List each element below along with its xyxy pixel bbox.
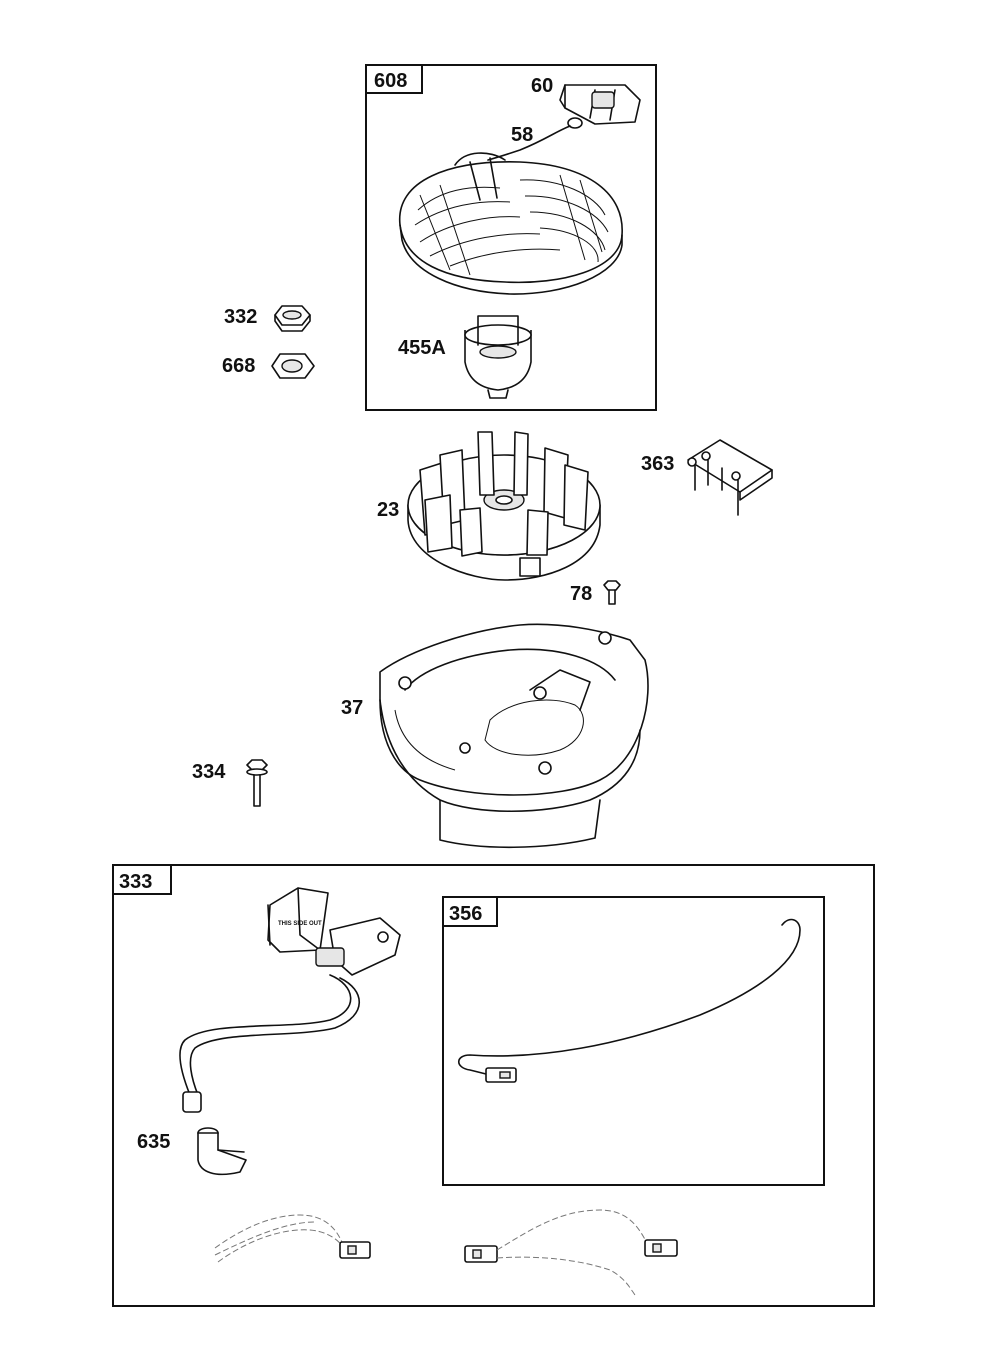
box-333-tag bbox=[112, 864, 172, 895]
box-608-tag bbox=[365, 64, 423, 94]
screw-icon[interactable] bbox=[603, 580, 621, 605]
label-23[interactable]: 23 bbox=[377, 499, 399, 521]
label-332[interactable]: 332 bbox=[224, 306, 257, 328]
flywheel-icon[interactable] bbox=[407, 431, 601, 581]
label-333[interactable]: 333 bbox=[119, 871, 152, 893]
wire-harness-left bbox=[214, 1214, 371, 1263]
spark-plug-boot-icon[interactable] bbox=[197, 1127, 247, 1176]
rope-icon[interactable] bbox=[487, 117, 583, 161]
label-455a[interactable]: 455A bbox=[398, 337, 446, 359]
recoil-starter-group: 608 60 58 bbox=[365, 64, 657, 411]
recoil-starter-icon[interactable] bbox=[399, 152, 623, 295]
label-58[interactable]: 58 bbox=[511, 124, 533, 146]
box-333-frame bbox=[112, 864, 875, 1307]
box-356-tag bbox=[442, 896, 498, 927]
ignition-coil-icon[interactable]: THIS SIDE OUT bbox=[267, 887, 401, 976]
label-608[interactable]: 608 bbox=[374, 70, 407, 92]
label-668[interactable]: 668 bbox=[222, 355, 255, 377]
bolt-icon[interactable] bbox=[246, 759, 268, 807]
box-608-frame bbox=[365, 64, 657, 411]
wire-harness-right bbox=[464, 1209, 678, 1296]
label-334[interactable]: 334 bbox=[192, 761, 226, 783]
ground-wire-icon[interactable] bbox=[457, 918, 801, 1083]
starter-cup-icon[interactable] bbox=[464, 315, 532, 399]
bracket-icon[interactable] bbox=[687, 439, 773, 516]
handle-icon[interactable] bbox=[559, 84, 641, 125]
box-356-frame bbox=[442, 896, 825, 1186]
hex-nut-icon[interactable] bbox=[274, 305, 311, 332]
coil-marking: THIS SIDE OUT bbox=[278, 921, 322, 927]
label-363[interactable]: 363 bbox=[641, 453, 674, 475]
ignition-kit-group: 333 THIS SIDE OUT 635 356 bbox=[112, 864, 875, 1307]
spark-plug-lead-outer bbox=[189, 977, 361, 1096]
washer-icon[interactable] bbox=[271, 353, 315, 379]
spark-plug-lead bbox=[179, 974, 352, 1096]
label-37[interactable]: 37 bbox=[341, 697, 363, 719]
lead-terminal bbox=[182, 1091, 202, 1113]
blower-housing-icon[interactable] bbox=[379, 623, 649, 849]
label-635[interactable]: 635 bbox=[137, 1131, 170, 1153]
label-78[interactable]: 78 bbox=[570, 583, 592, 605]
label-60[interactable]: 60 bbox=[531, 75, 553, 97]
label-356[interactable]: 356 bbox=[449, 903, 482, 925]
